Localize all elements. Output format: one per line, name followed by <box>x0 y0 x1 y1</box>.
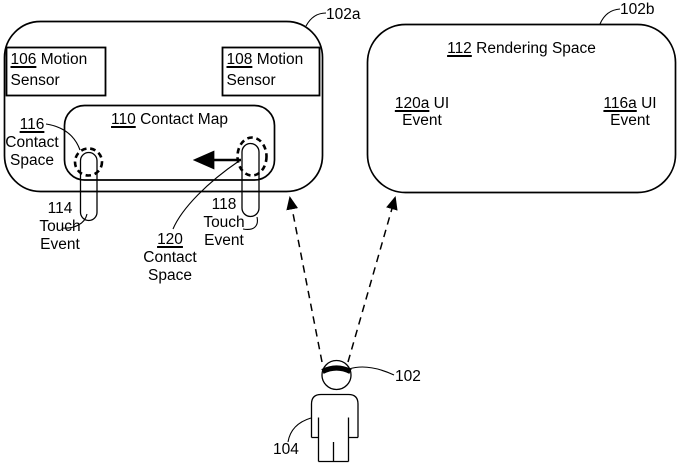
contact-space-right-label: 120 Contact Space <box>139 231 201 285</box>
contact-space-left-label: 116 Contact Space <box>1 116 63 170</box>
ref-number: 112 <box>447 40 472 57</box>
label-text: Motion Sensor <box>10 51 88 89</box>
leader-120-line <box>172 160 240 230</box>
contact-space-right-dashed-ellipse <box>236 136 268 177</box>
ref-number: 120 <box>157 231 183 248</box>
ref-label-102: 102 <box>395 368 421 386</box>
contact-map-outline <box>63 104 276 181</box>
ref-number: 116 <box>19 116 45 133</box>
label-text: UI Event <box>610 95 657 129</box>
leader-102a-line <box>305 12 327 27</box>
leader-114-line <box>61 213 88 229</box>
ref-number: 116a <box>603 95 637 112</box>
motion-sensor-right-label: 108 Motion Sensor <box>223 47 320 91</box>
motion-sensor-left-box <box>5 46 107 97</box>
ref-number: 102 <box>395 368 421 385</box>
ref-number: 104 <box>273 441 299 458</box>
motion-sensor-right-box <box>221 46 321 97</box>
label-text: Touch Event <box>203 214 245 249</box>
ref-number: 106 <box>10 51 37 68</box>
ref-number: 108 <box>226 51 253 68</box>
headset-band <box>321 365 352 374</box>
label-text: UI Event <box>402 95 450 129</box>
finger-right-shape <box>241 142 260 218</box>
label-text: Contact Map <box>140 111 228 128</box>
finger-left-shape <box>79 151 98 222</box>
label-text: Rendering Space <box>476 40 596 57</box>
ui-event-right-label: 116a UI Event <box>599 95 661 129</box>
ref-number: 118 <box>211 196 237 213</box>
ref-number: 110 <box>111 111 136 128</box>
dashed-gaze-arrow-right <box>347 196 398 363</box>
label-text: Motion Sensor <box>226 51 304 89</box>
leader-118-line <box>242 216 258 230</box>
person-body <box>310 393 359 463</box>
ref-label-102b: 102b <box>620 1 654 19</box>
contact-space-left-dashed-circle <box>73 147 104 177</box>
right-device-outline <box>366 23 677 194</box>
ui-event-left-label: 120a UI Event <box>391 95 453 129</box>
person-head <box>321 359 352 391</box>
leader-116-line <box>45 123 81 151</box>
ref-number: 102a <box>326 6 361 23</box>
leader-104-line <box>287 417 312 443</box>
label-text: Contact Space <box>5 134 59 169</box>
rendering-space-label: 112 Rendering Space <box>367 40 676 58</box>
motion-sensor-left-label: 106 Motion Sensor <box>7 47 106 91</box>
ref-label-104: 104 <box>273 441 299 459</box>
label-text: Touch Event <box>39 218 81 253</box>
ref-number: 120a <box>394 95 430 112</box>
touch-event-right-label: 118 Touch Event <box>197 196 251 250</box>
left-device-outline <box>3 20 324 193</box>
contact-map-label: 110 Contact Map <box>64 111 275 129</box>
leader-102-line <box>348 366 395 376</box>
ref-number: 114 <box>47 200 73 217</box>
leader-102b-line <box>599 8 621 25</box>
ref-label-102a: 102a <box>326 6 360 24</box>
ref-number: 102b <box>620 1 655 18</box>
dashed-gaze-arrow-left <box>286 196 323 363</box>
touch-event-left-label: 114 Touch Event <box>33 200 87 254</box>
label-text: Contact Space <box>143 249 197 284</box>
